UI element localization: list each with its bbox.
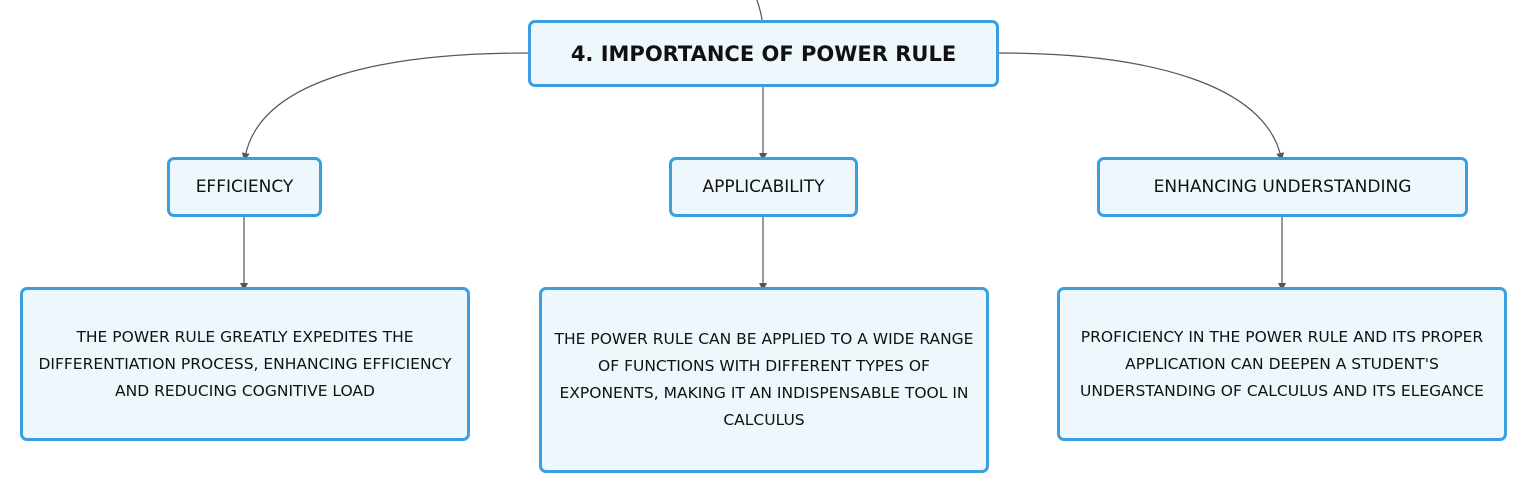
connector-from-parent <box>756 0 763 21</box>
detail-node-applicability[interactable]: THE POWER RULE CAN BE APPLIED TO A WIDE … <box>539 287 989 473</box>
topic-label: APPLICABILITY <box>702 177 825 197</box>
topic-node-efficiency[interactable]: EFFICIENCY <box>167 157 322 217</box>
topic-node-enhancing-understanding[interactable]: ENHANCING UNDERSTANDING <box>1097 157 1468 217</box>
root-title: 4. IMPORTANCE OF POWER RULE <box>570 41 957 66</box>
topic-label: EFFICIENCY <box>195 177 294 197</box>
root-node[interactable]: 4. IMPORTANCE OF POWER RULE <box>528 20 999 87</box>
connector-root-to-efficiency <box>241 52 529 161</box>
topic-label: ENHANCING UNDERSTANDING <box>1153 177 1412 197</box>
detail-text: PROFICIENCY IN THE POWER RULE AND ITS PR… <box>1080 327 1484 400</box>
detail-node-efficiency[interactable]: THE POWER RULE GREATLY EXPEDITES THE DIF… <box>20 287 470 441</box>
detail-node-enhancing-understanding[interactable]: PROFICIENCY IN THE POWER RULE AND ITS PR… <box>1057 287 1507 441</box>
detail-text: THE POWER RULE CAN BE APPLIED TO A WIDE … <box>554 330 974 429</box>
topic-node-applicability[interactable]: APPLICABILITY <box>669 157 858 217</box>
connector-root-to-enhancing <box>998 52 1285 161</box>
detail-text: THE POWER RULE GREATLY EXPEDITES THE DIF… <box>38 327 452 400</box>
